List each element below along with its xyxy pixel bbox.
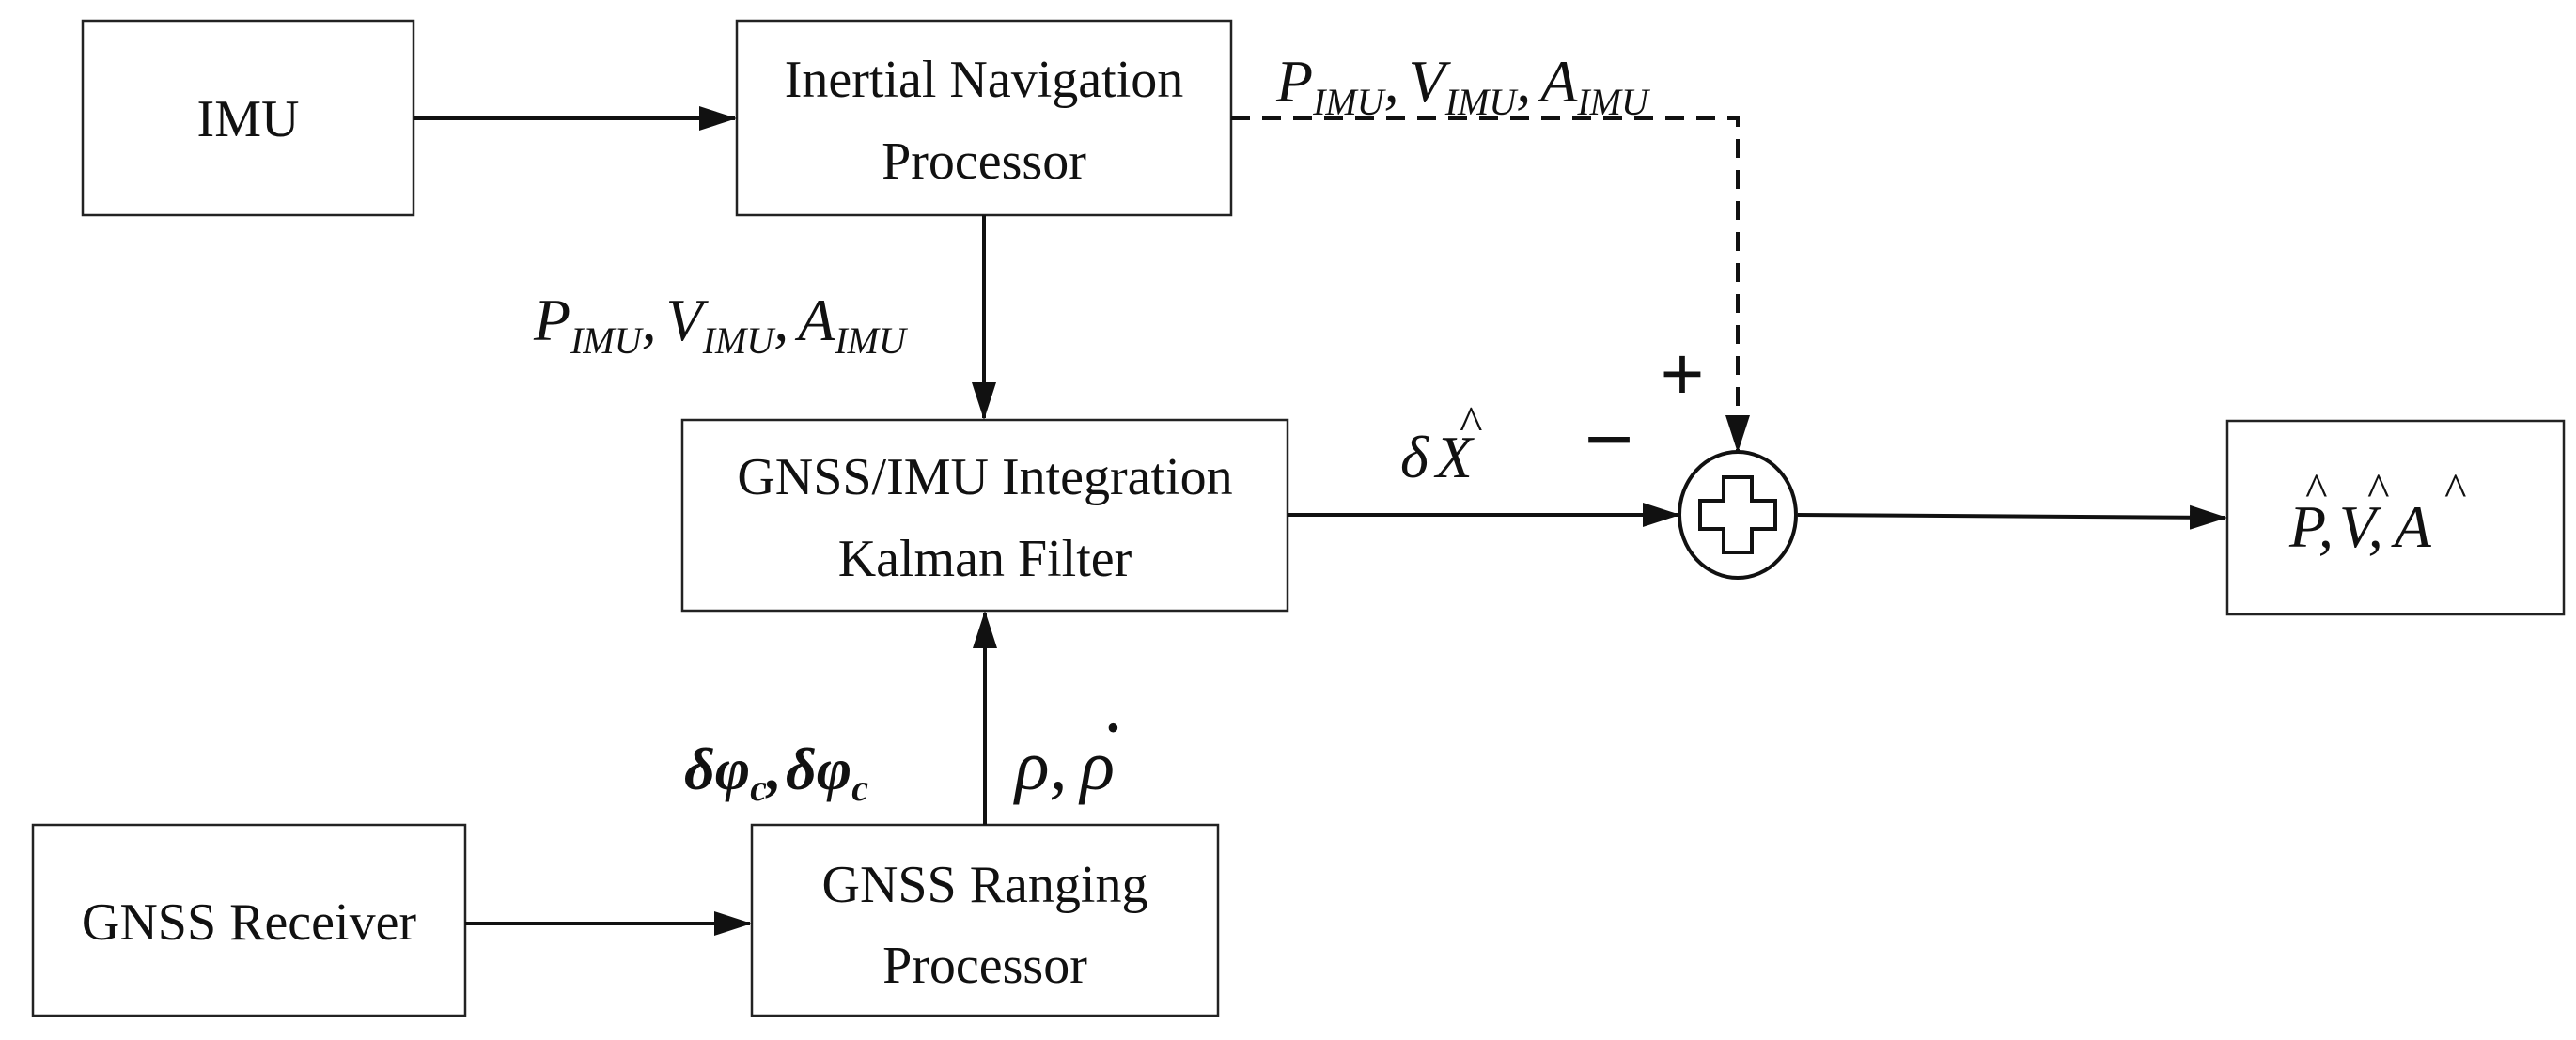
inertial-nav-line2: Processor bbox=[882, 132, 1086, 191]
imu-outputs-label-top: PIMU,VIMU,AIMU bbox=[1275, 48, 1651, 123]
imu-label: IMU bbox=[197, 90, 300, 148]
gnss-ranging-line2: Processor bbox=[882, 937, 1087, 995]
output-estimate-label: P,V,A bbox=[2288, 493, 2432, 560]
plus-symbol-icon bbox=[1698, 475, 1777, 554]
minus-sign: − bbox=[1585, 393, 1634, 487]
state-correction-hat: ^ bbox=[1459, 397, 1482, 451]
kalman-line1: GNSS/IMU Integration bbox=[737, 448, 1232, 506]
gnss-receiver-block: GNSS Receiver bbox=[31, 823, 467, 1017]
summing-junction bbox=[1678, 450, 1798, 580]
output-hat-v: ^ bbox=[2366, 463, 2389, 516]
inertial-nav-line1: Inertial Navigation bbox=[785, 51, 1184, 109]
carrier-phase-label: δφc,δφc bbox=[684, 736, 868, 809]
kalman-filter-block: GNSS/IMU Integration Kalman Filter bbox=[680, 418, 1289, 613]
pseudorange-label: ρ,ρ bbox=[1013, 726, 1115, 805]
inertial-navigation-processor-block: Inertial Navigation Processor bbox=[735, 19, 1233, 217]
dashed-feedforward-path bbox=[1231, 116, 1750, 453]
gnss-ranging-line1: GNSS Ranging bbox=[822, 856, 1148, 914]
imu-block: IMU bbox=[81, 19, 415, 217]
output-block bbox=[2225, 419, 2566, 616]
arrow-junction-to-output bbox=[1797, 504, 2227, 530]
gnss-receiver-label: GNSS Receiver bbox=[82, 893, 417, 952]
output-hat-a: ^ bbox=[2443, 463, 2466, 516]
kalman-line2: Kalman Filter bbox=[838, 530, 1132, 588]
pseudorange-rate-dot: • bbox=[1106, 706, 1119, 749]
gnss-ranging-processor-block: GNSS Ranging Processor bbox=[750, 823, 1220, 1017]
plus-sign: + bbox=[1661, 332, 1705, 415]
output-hat-p: ^ bbox=[2304, 463, 2327, 516]
imu-outputs-label-mid: PIMU,VIMU,AIMU bbox=[533, 287, 909, 362]
